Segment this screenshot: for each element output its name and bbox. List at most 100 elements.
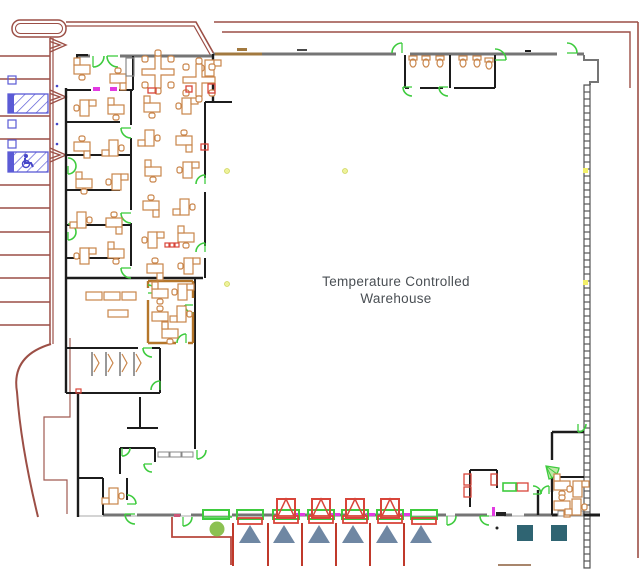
door-swing-icon xyxy=(124,513,136,525)
stall-fixture xyxy=(93,353,100,373)
threshold xyxy=(496,512,506,516)
magenta-marker xyxy=(366,513,375,516)
curb-cap xyxy=(8,94,14,113)
dock xyxy=(239,525,261,543)
dock xyxy=(410,525,432,543)
site-roads xyxy=(11,19,639,558)
parking-square xyxy=(7,139,17,149)
wall-marker xyxy=(583,168,588,173)
door-swing-icon xyxy=(494,48,507,61)
curb-cap xyxy=(8,152,14,172)
parking-marking xyxy=(55,84,59,88)
magenta-marker xyxy=(93,87,100,91)
parking-square xyxy=(7,75,17,85)
warehouse-label-line1: Temperature Controlled xyxy=(322,274,470,289)
dock xyxy=(308,497,334,524)
column-dot xyxy=(224,168,230,174)
dock xyxy=(237,517,263,525)
door-swing-icon xyxy=(120,267,132,279)
dock xyxy=(236,509,264,520)
door-swing-icon xyxy=(143,463,153,473)
parking-marking xyxy=(49,37,68,53)
furniture-desks xyxy=(69,57,590,518)
red-furniture xyxy=(169,242,175,248)
door-swing-icon xyxy=(195,242,206,253)
magenta-marker xyxy=(174,514,180,517)
door-swing-icon xyxy=(121,447,131,457)
door-swing-icon xyxy=(479,515,490,526)
dock xyxy=(308,525,330,543)
red-furniture xyxy=(164,242,170,248)
parking-marking xyxy=(55,142,59,146)
door-swing-icon xyxy=(391,42,403,54)
door-swing-icon xyxy=(566,42,578,54)
parking xyxy=(0,37,68,326)
wall-marker xyxy=(583,280,588,285)
furniture-misc xyxy=(75,49,529,517)
door-swing-icon xyxy=(577,423,587,433)
door-swing-icon xyxy=(195,174,206,185)
dock xyxy=(202,509,230,520)
dock xyxy=(410,509,438,520)
red-furniture xyxy=(174,242,180,248)
door-swing-icon xyxy=(176,333,187,344)
window-sill xyxy=(181,451,194,458)
warehouse-label-line2: Warehouse xyxy=(360,291,431,306)
magenta-marker xyxy=(401,513,410,516)
road-line xyxy=(11,19,67,38)
red-furniture xyxy=(200,143,209,151)
dock xyxy=(342,497,368,524)
road-line xyxy=(222,31,631,88)
dock xyxy=(376,525,398,543)
door-swing-icon xyxy=(120,127,132,139)
wall xyxy=(583,55,599,85)
red-furniture xyxy=(147,87,157,94)
dock xyxy=(273,525,295,543)
red-furniture xyxy=(490,473,498,486)
stall-fixture xyxy=(135,353,142,373)
window-sill xyxy=(157,451,170,458)
dock xyxy=(411,517,437,525)
red-furniture xyxy=(185,85,193,93)
red-furniture xyxy=(516,482,529,492)
dock xyxy=(273,497,299,524)
road-line xyxy=(43,338,71,514)
door-swing-icon xyxy=(120,212,132,224)
door-swing-icon xyxy=(67,157,77,175)
door-swing-icon xyxy=(540,485,550,495)
parking-square xyxy=(7,119,17,129)
magenta-marker xyxy=(331,513,340,516)
equipment-circle xyxy=(209,521,225,537)
stall-fixture xyxy=(107,353,114,373)
door-swing-icon xyxy=(92,55,105,68)
dock-ramp-curb xyxy=(171,517,232,565)
dock xyxy=(342,525,364,543)
counter xyxy=(121,291,137,301)
door-swing-icon xyxy=(402,86,413,97)
red-furniture xyxy=(75,388,82,394)
door-swing-icon xyxy=(196,449,207,460)
door-swing-icon xyxy=(438,86,449,97)
loading-docks xyxy=(171,497,567,566)
column-markers xyxy=(224,168,348,287)
door-swing-icon xyxy=(142,347,153,358)
wheelchair-icon xyxy=(21,154,34,169)
magenta-marker xyxy=(492,507,495,516)
survey-dot xyxy=(495,526,499,530)
door-swing-icon xyxy=(126,494,137,505)
door-swing-icon xyxy=(182,516,193,527)
counter xyxy=(85,291,103,301)
counter xyxy=(107,309,129,318)
red-furniture xyxy=(207,83,216,94)
hatched-wall xyxy=(583,84,591,569)
column-dot xyxy=(342,168,348,174)
teal-pad xyxy=(517,525,533,541)
teal-pad xyxy=(551,525,567,541)
red-furniture xyxy=(463,486,472,498)
magenta-marker xyxy=(296,513,305,516)
red-furniture xyxy=(463,473,472,486)
road-line xyxy=(66,21,215,55)
cabinet xyxy=(125,57,135,77)
